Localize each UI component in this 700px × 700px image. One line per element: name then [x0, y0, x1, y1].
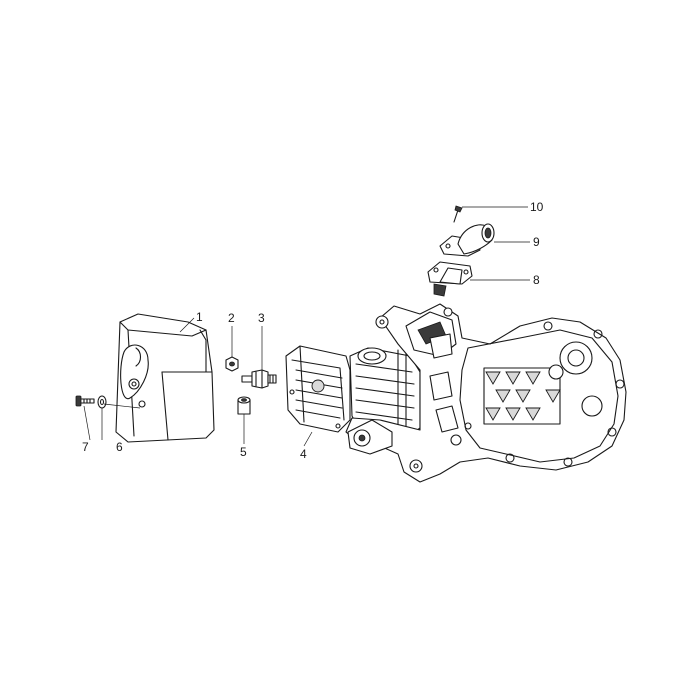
callout-9: 9	[533, 235, 540, 249]
part-screw	[75, 395, 95, 407]
callout-8: 8	[533, 273, 540, 287]
callout-5: 5	[240, 445, 247, 459]
leader-lines	[83, 206, 530, 447]
callout-4: 4	[300, 447, 307, 461]
part-cylinder-head	[285, 345, 351, 433]
callout-7: 7	[82, 440, 89, 454]
part-small-screw	[453, 205, 463, 223]
part-bushing	[237, 396, 251, 415]
callout-2: 2	[228, 311, 235, 325]
part-cowling	[115, 313, 215, 443]
part-nut	[225, 356, 239, 372]
callout-3: 3	[258, 311, 265, 325]
part-reed-valve	[427, 261, 473, 297]
part-spark-plug	[241, 369, 277, 389]
callout-1: 1	[196, 310, 203, 324]
part-intake-manifold	[439, 223, 495, 257]
callout-6: 6	[116, 440, 123, 454]
engine-crankcase	[345, 303, 627, 483]
callout-labels: 1 2 3 4 5 6 7 8 9 10	[82, 200, 544, 461]
part-washer	[97, 395, 107, 409]
callout-10: 10	[530, 200, 544, 214]
